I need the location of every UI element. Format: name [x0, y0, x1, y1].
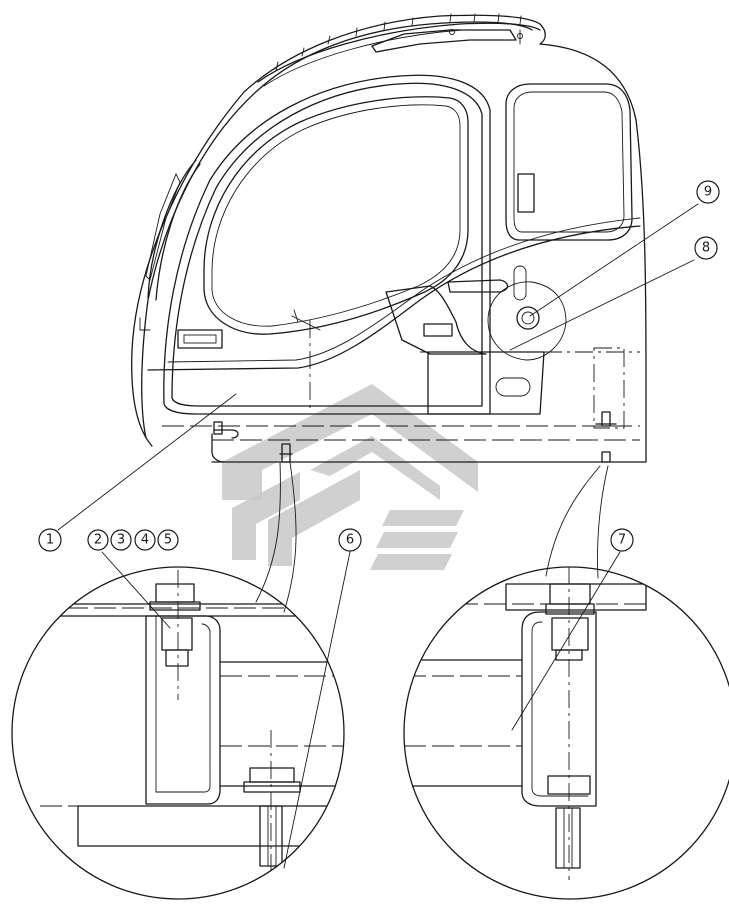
- callout-7: 7: [610, 528, 634, 552]
- callout-6: 6: [338, 528, 362, 552]
- roof-rail-ticks: [275, 13, 522, 71]
- svg-text:8: 8: [702, 241, 710, 256]
- callout-8: 8: [694, 236, 718, 260]
- svg-text:1: 1: [46, 533, 54, 548]
- watermark-logo: [222, 384, 478, 570]
- callout-1: 1: [38, 528, 62, 552]
- svg-text:6: 6: [346, 533, 354, 548]
- svg-text:2: 2: [94, 533, 102, 548]
- cab-body: [131, 13, 647, 463]
- detail-view-right: [403, 566, 729, 900]
- callout-9: 9: [696, 180, 720, 204]
- svg-text:3: 3: [117, 533, 125, 548]
- detail-leaders: [255, 461, 609, 613]
- svg-text:7: 7: [618, 533, 626, 548]
- svg-text:4: 4: [141, 533, 149, 548]
- detail-view-left: [11, 566, 345, 900]
- callout-3: 3: [110, 529, 132, 551]
- callout-2: 2: [87, 529, 109, 551]
- callout-5: 5: [157, 529, 179, 551]
- svg-text:9: 9: [704, 185, 712, 200]
- callout-leaders: [57, 203, 699, 869]
- callout-4: 4: [134, 529, 156, 551]
- svg-text:5: 5: [164, 533, 172, 548]
